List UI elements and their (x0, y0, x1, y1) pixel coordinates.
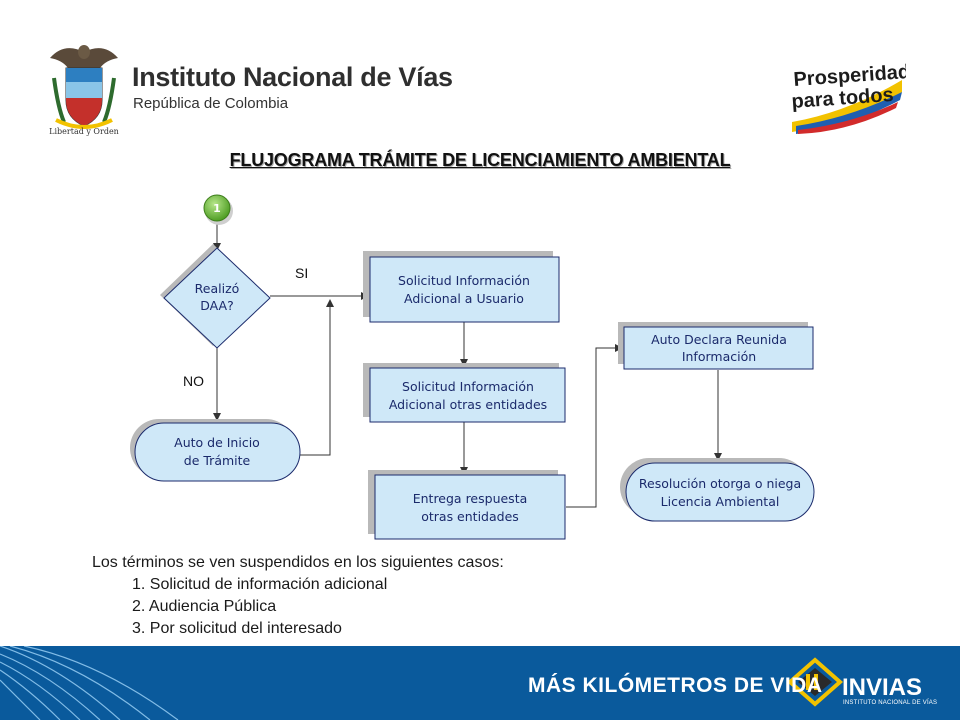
invias-brand: INVIAS (842, 674, 923, 701)
entrega-line2: otras entidades (421, 509, 519, 524)
auto-inicio-line1: Auto de Inicio (174, 435, 260, 450)
auto-declara-line2: Información (682, 349, 756, 364)
node-auto-declara: Auto Declara Reunida Información (618, 322, 814, 370)
decision-realizo-daa: Realizó DAA? (160, 244, 271, 349)
prosperidad-logo: Prosperidad para todos (791, 62, 906, 134)
list-item: 2. Audiencia Pública (132, 598, 277, 615)
resolucion-line2: Licencia Ambiental (661, 494, 780, 509)
edge-entrega-to-declara (566, 344, 623, 508)
page-title: FLUJOGRAMA TRÁMITE DE LICENCIAMIENTO AMB… (229, 150, 731, 170)
node-entrega-respuesta: Entrega respuesta otras entidades (368, 470, 566, 540)
solicitud-entidades-line1: Solicitud Información (402, 379, 534, 394)
auto-declara-line1: Auto Declara Reunida (651, 332, 787, 347)
decision-line1: Realizó (195, 281, 240, 296)
no-label: NO (183, 373, 204, 389)
invias-emblem (786, 657, 844, 707)
edge-inicio-to-solicitud (300, 299, 334, 456)
crest-motto: Libertad y Orden (49, 127, 119, 136)
node-resolucion: Resolución otorga o niega Licencia Ambie… (620, 458, 815, 522)
yes-label: SI (295, 265, 308, 281)
invias-brand-sub: INSTITUTO NACIONAL DE VÍAS (843, 700, 938, 706)
footer-bar (0, 646, 960, 720)
decision-line2: DAA? (200, 298, 234, 313)
entrega-line1: Entrega respuesta (413, 491, 528, 506)
coat-of-arms-logo (50, 45, 118, 129)
footer-stripes (0, 646, 844, 720)
connector-label: 1 (213, 202, 221, 215)
solicitud-entidades-line2: Adicional otras entidades (389, 397, 547, 412)
resolucion-line1: Resolución otorga o niega (639, 476, 801, 491)
notes-block: Los términos se ven suspendidos en los s… (92, 552, 504, 640)
solicitud-usuario-line2: Adicional a Usuario (404, 291, 524, 306)
solicitud-usuario-line1: Solicitud Información (398, 273, 530, 288)
country-name: República de Colombia (133, 95, 289, 112)
flow-connectors (213, 222, 722, 508)
node-solicitud-usuario: Solicitud Información Adicional a Usuari… (363, 251, 560, 323)
institution-name: Instituto Nacional de Vías (132, 62, 453, 92)
node-solicitud-entidades: Solicitud Información Adicional otras en… (363, 363, 566, 423)
list-item: 1. Solicitud de información adicional (132, 576, 388, 593)
node-auto-inicio: Auto de Inicio de Trámite (130, 419, 301, 482)
connector-1: 1 (203, 194, 233, 225)
auto-inicio-line2: de Trámite (184, 453, 251, 468)
footer-tagline: MÁS KILÓMETROS DE VIDA (528, 674, 823, 697)
notes-intro: Los términos se ven suspendidos en los s… (92, 554, 504, 571)
list-item: 3. Por solicitud del interesado (132, 620, 342, 637)
